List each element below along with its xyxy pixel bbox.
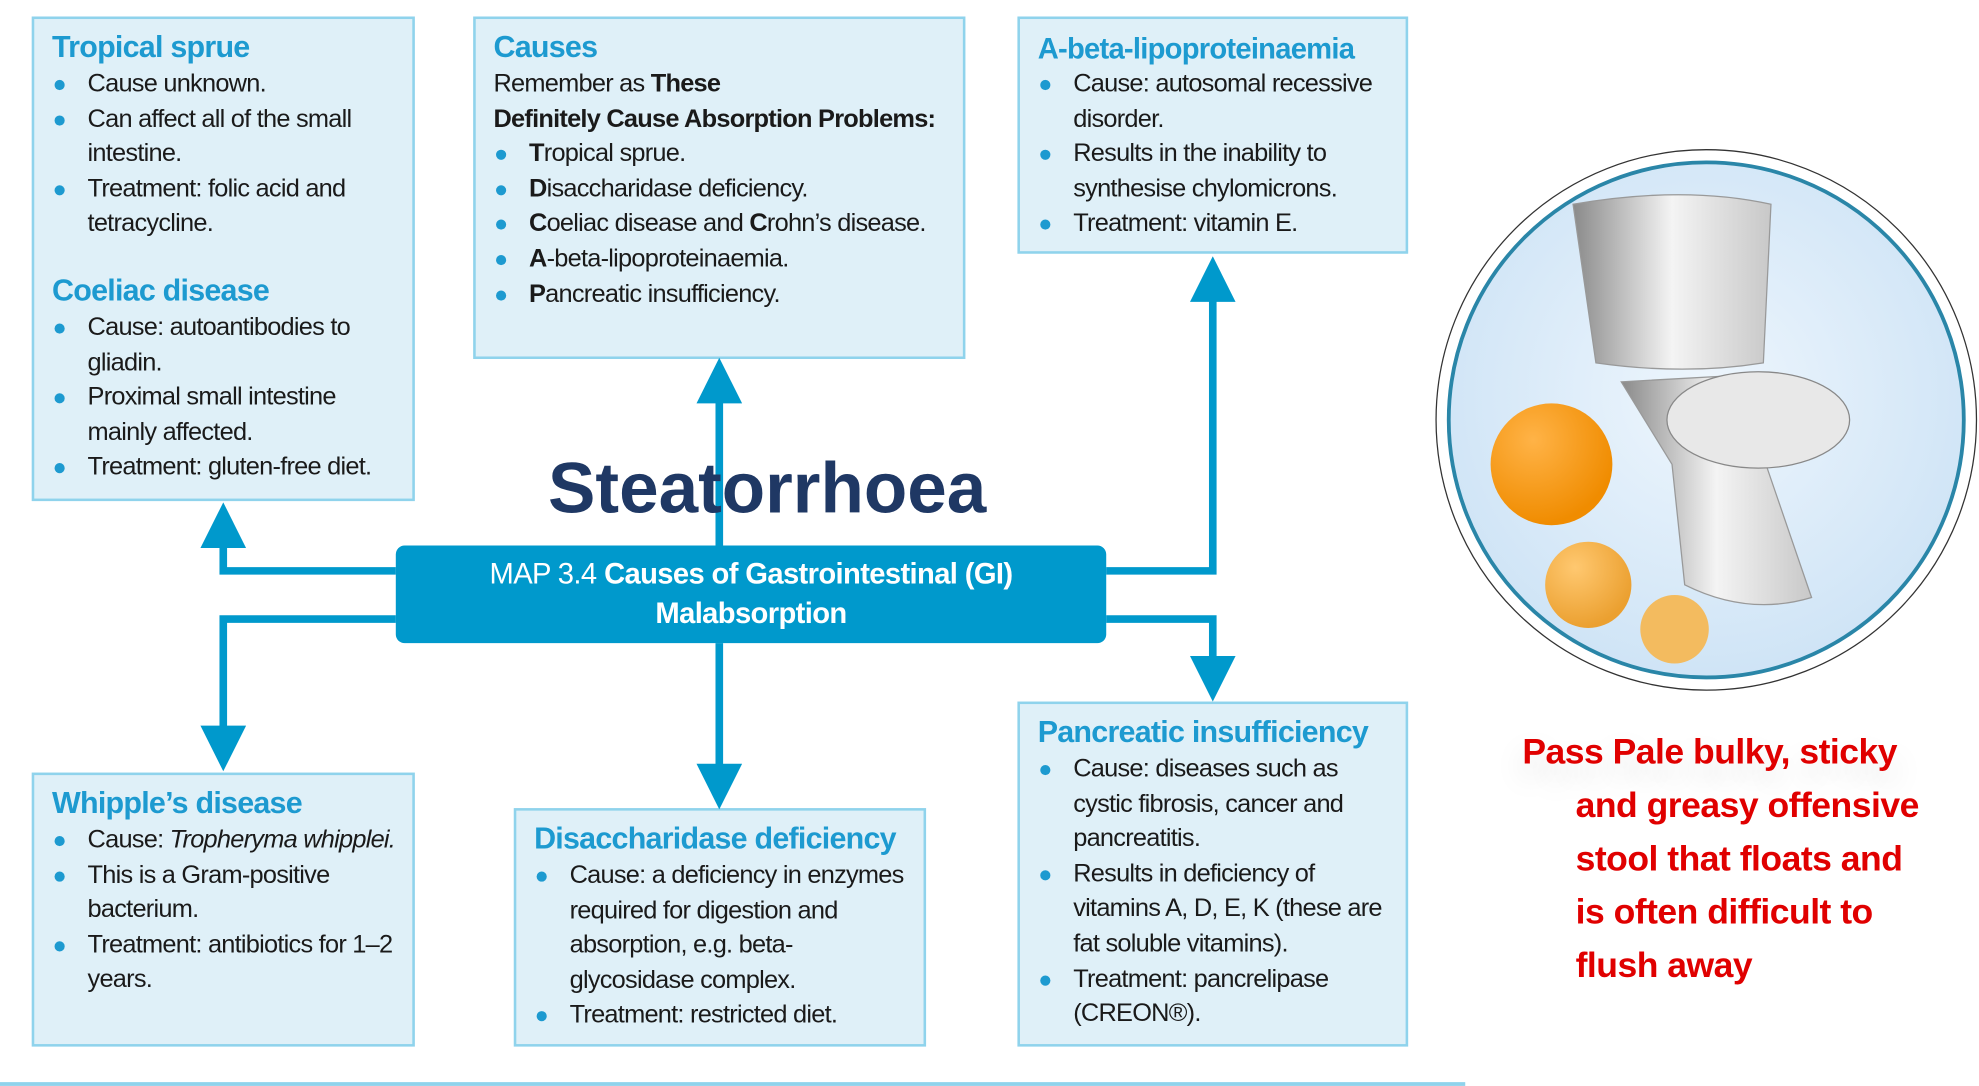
intro-bold: These bbox=[650, 69, 721, 98]
list-item: This is a Gram-positive bacterium. bbox=[52, 858, 400, 928]
arrow-to-tropical-sprue bbox=[200, 502, 396, 575]
list-item: Proximal small intestine mainly affected… bbox=[52, 381, 400, 451]
initial: C bbox=[529, 209, 547, 238]
list-item: Cause unknown. bbox=[52, 67, 400, 102]
organism-name: Tropheryma whipplei. bbox=[169, 825, 396, 854]
item-text: oeliac disease and bbox=[546, 209, 750, 238]
abeta-heading: A-beta-lipoproteinaemia bbox=[1037, 31, 1355, 65]
list-item: Disaccharidase deficiency. bbox=[493, 172, 950, 207]
toilet-base bbox=[1620, 374, 1813, 606]
whipple-box: Whipple’s disease Cause: Tropheryma whip… bbox=[31, 772, 415, 1047]
bottom-divider bbox=[0, 1082, 1466, 1086]
list-item: Cause: a deficiency in enzymes required … bbox=[534, 859, 911, 999]
initial: D bbox=[529, 174, 547, 203]
list-item: Treatment: folic acid and tetracycline. bbox=[52, 172, 400, 242]
list-item: Pancreatic insufficiency. bbox=[493, 277, 950, 312]
initial: C bbox=[749, 209, 767, 238]
initial: A bbox=[529, 244, 547, 273]
causes-heading: Causes bbox=[493, 30, 598, 65]
arrow-to-whipple bbox=[200, 615, 396, 772]
arrow-to-abeta bbox=[1106, 256, 1236, 575]
stool-ball-small bbox=[1640, 594, 1709, 664]
intro-text: Remember as bbox=[493, 69, 651, 98]
intro-bold: Definitely Cause Absorption Problems: bbox=[493, 104, 936, 133]
disaccharidase-box: Disaccharidase deficiency Cause: a defic… bbox=[513, 808, 927, 1047]
stool-description: Pass Pale bulky, sticky and greasy offen… bbox=[1522, 726, 1919, 992]
item-text: isaccharidase deficiency. bbox=[546, 174, 809, 203]
list-item: Cause: Tropheryma whipplei. bbox=[52, 823, 400, 858]
caption-line: stool that floats and bbox=[1575, 838, 1903, 878]
toilet-tank bbox=[1572, 194, 1772, 370]
map-title-line2: Malabsorption bbox=[655, 596, 847, 630]
coeliac-heading: Coeliac disease bbox=[52, 273, 270, 309]
caption-line: Pass Pale bulky, sticky bbox=[1522, 731, 1898, 772]
list-item: Tropical sprue. bbox=[493, 137, 950, 172]
list-item: Cause: autoantibodies to gliadin. bbox=[52, 311, 400, 381]
list-item: Treatment: pancrelipase (CREON®). bbox=[1038, 962, 1393, 1032]
caption-line: is often difficult to bbox=[1575, 891, 1874, 932]
list-item: Treatment: restricted diet. bbox=[534, 999, 911, 1034]
stool-ball-large bbox=[1490, 403, 1613, 526]
list-item: Cause: diseases such as cystic fibrosis,… bbox=[1038, 752, 1393, 857]
map-title-line1: Causes of Gastrointestinal (GI) bbox=[604, 556, 1013, 590]
disaccharidase-heading: Disaccharidase deficiency bbox=[534, 822, 897, 857]
list-item: Cause: autosomal recessive disorder. bbox=[1038, 67, 1393, 137]
list-item: Treatment: gluten-free diet. bbox=[52, 451, 400, 486]
caption-line: flush away bbox=[1575, 945, 1753, 985]
list-item: Treatment: antibiotics for 1–2 years. bbox=[52, 928, 400, 998]
list-item: A-beta-lipoproteinaemia. bbox=[493, 242, 950, 277]
list-item: Treatment: vitamin E. bbox=[1038, 207, 1393, 242]
caption-line: and greasy offensive bbox=[1575, 785, 1920, 825]
whipple-heading: Whipple’s disease bbox=[52, 786, 303, 821]
tropical-sprue-heading: Tropical sprue bbox=[52, 30, 250, 65]
list-item: Results in the inability to synthesise c… bbox=[1038, 137, 1393, 207]
list-item: Can affect all of the small intestine. bbox=[52, 102, 400, 172]
list-item: Coeliac disease and Crohn’s disease. bbox=[493, 207, 950, 242]
pancreatic-box: Pancreatic insufficiency Cause: diseases… bbox=[1017, 701, 1409, 1047]
toilet-illustration bbox=[1435, 149, 1978, 691]
initial: P bbox=[529, 279, 546, 308]
item-text: -beta-lipoproteinaemia. bbox=[546, 244, 790, 273]
item-text: ancreatic insufficiency. bbox=[545, 279, 780, 308]
initial: T bbox=[529, 139, 544, 168]
list-item: Results in deficiency of vitamins A, D, … bbox=[1038, 857, 1393, 962]
arrow-to-pancreatic bbox=[1106, 615, 1236, 702]
item-text: rohn’s disease. bbox=[766, 209, 927, 238]
tropical-sprue-coeliac-box: Tropical sprue Cause unknown. Can affect… bbox=[31, 16, 415, 502]
item-text: Cause: bbox=[87, 825, 170, 854]
pancreatic-heading: Pancreatic insufficiency bbox=[1037, 715, 1369, 750]
toilet-seat bbox=[1666, 371, 1851, 469]
page-title: Steatorrhoea bbox=[548, 447, 987, 528]
stool-ball-medium bbox=[1545, 541, 1632, 628]
map-label: MAP 3.4 bbox=[489, 556, 598, 590]
abeta-box: A-beta-lipoproteinaemia Cause: autosomal… bbox=[1017, 16, 1409, 254]
item-text: ropical sprue. bbox=[543, 139, 686, 168]
